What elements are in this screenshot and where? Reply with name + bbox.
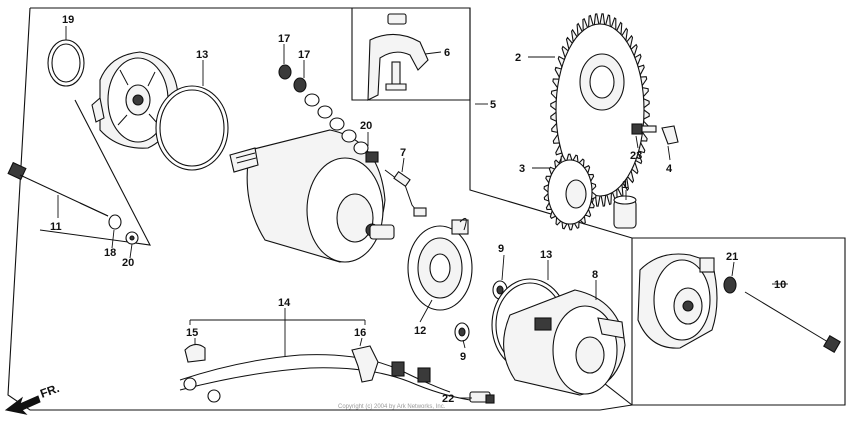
callout-21: 21: [726, 251, 738, 263]
callout-14: 14: [278, 297, 291, 309]
direction-label: FR.: [38, 381, 61, 401]
callout-9-lower: 9: [460, 351, 466, 363]
callout-labels: 19 13 17 17 6 2 5 20 7 3 23 4 1 11 18 20…: [50, 14, 786, 405]
callout-17-b: 17: [298, 49, 310, 61]
callout-6: 6: [444, 47, 450, 59]
callout-22: 22: [442, 393, 454, 405]
callout-9-upper: 9: [498, 243, 504, 255]
callout-16: 16: [354, 327, 366, 339]
callout-12: 12: [414, 325, 426, 337]
callout-18: 18: [104, 247, 116, 259]
callout-19: 19: [62, 14, 74, 26]
callout-23: 23: [630, 150, 642, 162]
bolt-23: [631, 123, 657, 135]
copyright-watermark: Copyright (c) 2004 by Ark Networks, Inc.: [338, 404, 446, 410]
bracket-6: [367, 13, 429, 101]
cable-harness: [179, 343, 495, 404]
front-cover-8: [503, 289, 626, 396]
long-bolt-11: [7, 161, 109, 217]
callout-13-top: 13: [196, 49, 208, 61]
gear-housing: [637, 253, 718, 349]
assembly-frames: [7, 7, 846, 411]
callout-15: 15: [186, 327, 198, 339]
callout-20-top: 20: [360, 120, 372, 132]
leader-lines: [57, 26, 788, 399]
callout-4: 4: [666, 163, 673, 175]
callout-13-lower: 13: [540, 249, 552, 261]
washer-21: [723, 276, 737, 294]
callout-1: 1: [622, 179, 628, 191]
o-ring-9-lower: [454, 322, 470, 342]
o-ring-13-top: [155, 85, 229, 171]
pin-1: [613, 195, 637, 229]
brush-lead-7: [384, 169, 427, 217]
armature-yoke: [229, 129, 395, 263]
o-ring-19: [47, 39, 85, 87]
clip-4: [661, 125, 679, 145]
washer-20-left: [125, 231, 139, 245]
callout-17-a: 17: [278, 33, 290, 45]
callout-11: 11: [50, 221, 62, 233]
callout-20-left: 20: [122, 257, 134, 269]
long-bolt-10: [744, 291, 841, 353]
callout-10: 10: [774, 279, 786, 291]
arrow-icon: [4, 395, 41, 415]
reduction-gear-3: [543, 153, 597, 231]
callout-8: 8: [592, 269, 598, 281]
washer-stack: [278, 64, 379, 163]
front-direction-arrow: FR.: [4, 381, 61, 415]
brush-holder-12: [407, 217, 473, 311]
washer-18: [108, 214, 122, 230]
callout-5: 5: [490, 99, 496, 111]
callout-3: 3: [519, 163, 525, 175]
callout-2: 2: [515, 52, 521, 64]
callout-7: 7: [400, 147, 406, 159]
